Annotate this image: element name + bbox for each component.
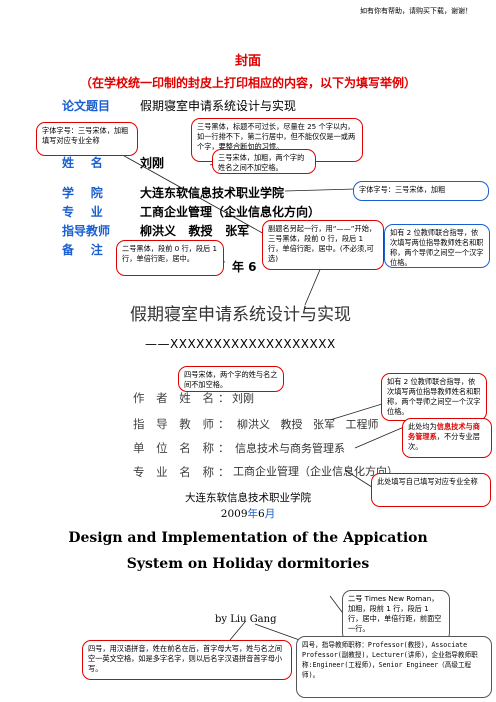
cover-value-college: 大连东软信息技术职业学院	[140, 186, 285, 200]
date-month-unit: 月	[264, 508, 276, 520]
cover-note: （在学校统一印制的封皮上打印相应的内容，以下为填写举例）	[79, 76, 416, 90]
english-author: by Liu Gang	[215, 614, 277, 625]
date-year-unit: 年	[247, 508, 259, 520]
info-label-advisor: 指 导 教 师：	[133, 417, 234, 431]
cover-value-thesis-title: 假期寝室申请系统设计与实现	[140, 99, 297, 113]
cover-label-thesis-title: 论文题目	[62, 99, 111, 113]
callout-title-style: 二号黑体，段前 0 行，段后 1 行，单倍行距，居中。	[116, 240, 224, 276]
callout-unit-note: 此处均为信息技术与商务管理系，不分专业层次。	[402, 418, 492, 458]
info-value-author: 刘刚	[232, 392, 254, 405]
cover-label-remark: 备 注	[62, 243, 103, 257]
english-title-line2: System on Holiday dormitories	[126, 556, 370, 572]
callout-name-font: 三号宋体，加粗，两个字的姓名之间不加空格。	[212, 149, 316, 174]
callout-advisor-title-english: 四号，指导教师职称：Professor(教授)，Associate Profes…	[296, 636, 492, 698]
callout-major-fill: 此处填写自己填写对应专业全称	[371, 473, 491, 507]
header-note: 如有你有帮助，请购买下载，谢谢！	[360, 7, 472, 15]
title-page-title: 假期寝室申请系统设计与实现	[130, 305, 351, 325]
cover-label-advisor: 指导教师	[62, 224, 111, 238]
callout-advisor-joint: 如有 2 位教师联合指导，依次填写两位指导教师姓名和职称，两个导师之间空一个汉字…	[384, 224, 490, 268]
title-page-subtitle: ——XXXXXXXXXXXXXXXXXXX	[145, 337, 336, 351]
english-title-line1: Design and Implementation of the Appicat…	[68, 530, 428, 546]
info-value-advisor: 柳洪义 教授 张军 工程师	[237, 418, 379, 431]
cover-label-name: 姓 名	[62, 156, 103, 168]
info-value-major: 工商企业管理（企业信息化方向）	[233, 465, 398, 478]
callout-advisor-joint-2: 如有 2 位教师联合指导，依次填写两位指导教师姓名和职称，两个导师之间空一个汉字…	[381, 373, 487, 421]
cover-label-major: 专 业	[62, 205, 103, 219]
cover-label-college: 学 院	[62, 186, 103, 200]
date-line: 2009年6月	[0, 506, 496, 521]
callout-unit-prefix: 此处均为	[408, 422, 437, 431]
callout-major-font: 字体字号：三号宋体，加粗 填写对应专业全称	[36, 122, 138, 156]
info-label-author: 作 者 姓 名：	[133, 391, 234, 405]
cover-value-major: 工商企业管理（企业信息化方向）	[140, 205, 321, 219]
info-value-unit: 信息技术与商务管理系	[235, 442, 345, 455]
callout-unit-highlight: 信息技术与商务管理系	[408, 422, 480, 441]
callout-unit-suffix: ，不分专业层次。	[408, 432, 480, 451]
callout-college-font: 字体字号：三号宋体，加粗	[353, 181, 489, 201]
cover-value-name: 刘刚	[140, 156, 165, 170]
callout-author-pinyin: 四号，用汉语拼音，姓在前名在后，首字母大写，姓与名之间空一英文空格，如是多字名字…	[82, 640, 292, 680]
school-name: 大连东软信息技术职业学院	[185, 492, 311, 504]
date-year: 2009	[220, 508, 248, 520]
cover-title: 封面	[234, 54, 261, 69]
date-month: 6	[258, 508, 265, 520]
info-label-unit: 单 位 名 称：	[133, 441, 234, 455]
callout-author-font: 四号宋体，两个字的姓与名之间不加空格。	[178, 366, 284, 392]
cover-year-fragment: 年 6	[232, 260, 257, 274]
cover-value-advisor: 柳洪义 教授 张军	[140, 224, 250, 238]
info-label-major: 专 业 名 称：	[133, 465, 234, 479]
callout-english-title-style: 二号 Times New Roman，加粗，段前 1 行，段后 1 行，居中，单…	[342, 590, 450, 642]
callout-subtitle-style: 副题名另起一行，用“——”开始，三号黑体，段前 0 行，段后 1 行，单倍行距，…	[262, 220, 384, 270]
